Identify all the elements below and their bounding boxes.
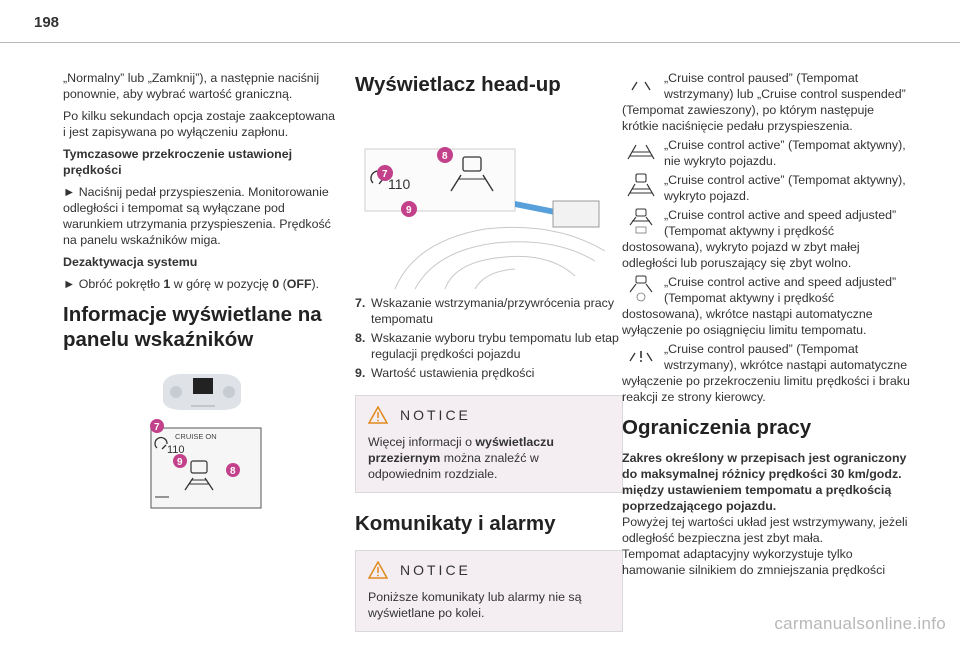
knob-number: 1 (163, 277, 171, 291)
off-label: OFF (286, 277, 312, 291)
list-item: 9. Wartość ustawienia prędkości (355, 365, 623, 381)
paragraph: Tempomat adaptacyjny wykorzystuje tylko … (622, 547, 886, 577)
speed-value: 110 (167, 444, 185, 456)
notice-title: NOTICE (400, 562, 471, 578)
entry-text: „Cruise control active” (Tempomat aktywn… (664, 173, 906, 203)
entry-text: „Cruise control active and speed adjuste… (622, 275, 897, 337)
item-number: 7. (355, 296, 366, 310)
speed-value: 110 (388, 176, 411, 192)
item-text: Wartość ustawienia prędkości (371, 366, 535, 380)
cruise-active-no-vehicle-icon (627, 144, 655, 160)
cruise-speed-adjusted-icon (629, 208, 653, 234)
hud-screen (552, 200, 600, 228)
callout-9-label: 9 (177, 457, 183, 468)
display-frame (150, 427, 262, 509)
callout-8-badge (226, 463, 240, 477)
section-title-messages: Komunikaty i alarmy (355, 512, 556, 535)
callout-9-label: 9 (406, 205, 412, 216)
notice-text: Więcej informacji o wyświetlaczu przezie… (368, 434, 610, 482)
section-title-head-up: Wyświetlacz head-up (355, 73, 561, 96)
dashboard-outline (394, 226, 606, 290)
message-entry-active-no-vehicle: „Cruise control active” (Tempomat aktywn… (622, 137, 912, 169)
text: Więcej informacji o (368, 435, 476, 449)
entry-text: „Cruise control paused” (Tempomat wstrzy… (622, 342, 910, 404)
notice-title: NOTICE (400, 407, 471, 423)
head-up-display-illustration: 110 8 7 9 (364, 147, 606, 290)
list-item: 7. Wskazanie wstrzymania/przywrócenia pra… (355, 295, 623, 327)
callout-8-label: 8 (442, 151, 448, 162)
text: ( (279, 277, 287, 291)
callout-7-badge (150, 419, 164, 433)
subheading-deactivation: Dezaktywacja systemu (63, 255, 198, 269)
callout-7-badge (377, 165, 393, 181)
top-divider (0, 42, 960, 43)
message-entry-speed-adjusted-close: „Cruise control active and speed adjuste… (622, 207, 912, 271)
callout-7-label: 7 (382, 169, 388, 180)
column-1: „Normalny” lub „Zamknij”), a następnie n… (63, 70, 341, 530)
paragraph: „Normalny” lub „Zamknij”), a następnie n… (63, 71, 320, 101)
dashboard-icon (163, 374, 241, 410)
column-2: Wyświetlacz head-up 110 8 7 9 (355, 70, 623, 646)
position-number: 0 (272, 277, 280, 291)
paragraph-deactivation-step: ► Obróć pokrętło 1 w górę w pozycję 0 (O… (63, 276, 341, 292)
cruise-on-label: CRUISE ON (175, 432, 217, 441)
notice-box-hud: NOTICE Więcej informacji o wyświetlaczu … (355, 395, 623, 493)
text: można znaleźć w odpowiednim rozdziale. (368, 451, 539, 481)
callout-8-badge (437, 147, 453, 163)
page-number: 198 (34, 14, 60, 31)
callout-7-label: 7 (154, 422, 160, 433)
warning-triangle-icon (368, 406, 388, 424)
paragraph: ► Naciśnij pedał przyspieszenia. Monitor… (63, 185, 331, 247)
callout-9-badge (173, 454, 187, 468)
cross-reference: wyświetlaczu przeziernym (368, 435, 554, 465)
item-text: Wskazanie wstrzymania/przywrócenia pracy… (371, 296, 615, 326)
text: ). (311, 277, 320, 291)
watermark: carmanualsonline.info (774, 614, 946, 633)
entry-text: „Cruise control active and speed adjuste… (622, 208, 897, 270)
cruise-paused-icon (631, 81, 651, 91)
callout-8-label: 8 (230, 466, 236, 477)
subheading-temporary-override: Tymczasowe przekroczenie ustawionej pręd… (63, 147, 293, 177)
message-entry-speed-adjusted-limit: „Cruise control active and speed adjuste… (622, 274, 912, 338)
message-entry-active-vehicle: „Cruise control active” (Tempomat aktywn… (622, 172, 912, 204)
cruise-control-icon (154, 436, 168, 450)
entry-text: „Cruise control active” (Tempomat aktywn… (664, 138, 906, 168)
text: w górę w pozycję (170, 277, 273, 291)
warning-triangle-icon (368, 561, 388, 579)
section-title-limits: Ograniczenia pracy (622, 416, 812, 439)
vehicle-ahead-icon (184, 460, 214, 491)
paragraph: Powyżej tej wartości układ jest wstrzymy… (622, 515, 908, 545)
column-3: „Cruise control paused” (Tempomat wstrzy… (622, 70, 912, 584)
list-item: 8. Wskazanie wyboru trybu tempomatu lub e… (355, 330, 623, 362)
cruise-active-vehicle-icon (627, 173, 655, 197)
paragraph: Po kilku sekundach opcja zostaje zaakcep… (63, 109, 336, 139)
callout-9-badge (401, 201, 417, 217)
cruise-limit-icon (629, 275, 653, 302)
cruise-paused-warning-icon (629, 351, 653, 362)
vehicle-ahead-icon (450, 156, 494, 192)
instrument-panel-illustration: CRUISE ON 110 7 9 8 (150, 374, 262, 509)
entry-text: „Cruise control paused” (Tempomat wstrzy… (622, 71, 906, 133)
callout-legend: 7. Wskazanie wstrzymania/przywrócenia pra… (355, 295, 623, 381)
projection-beam (515, 201, 555, 215)
item-number: 9. (355, 366, 366, 380)
text: ► Obróć pokrętło (63, 277, 164, 291)
section-title-instrument-panel: Informacje wyświetlane na panelu wskaźni… (63, 303, 322, 351)
notice-box-messages: NOTICE Poniższe komunikaty lub alarmy ni… (355, 550, 623, 632)
message-entry-paused: „Cruise control paused” (Tempomat wstrzy… (622, 70, 912, 134)
notice-text: Poniższe komunikaty lub alarmy nie są wy… (368, 590, 582, 620)
message-entry-paused-warning: „Cruise control paused” (Tempomat wstrzy… (622, 341, 912, 405)
item-number: 8. (355, 331, 366, 345)
item-text: Wskazanie wyboru trybu tempomatu lub eta… (371, 331, 619, 361)
subheading-range: Zakres określony w przepisach jest ogran… (622, 451, 907, 513)
